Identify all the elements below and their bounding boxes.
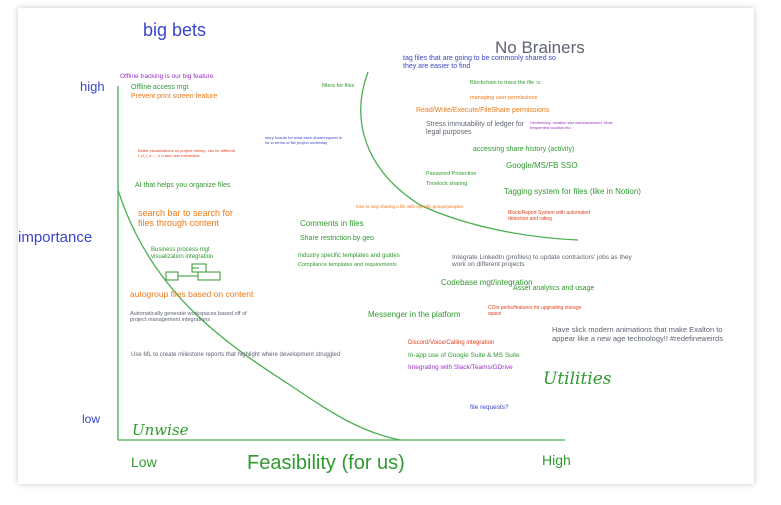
note-offline-access: Offline access mgt (131, 84, 189, 91)
quadrant-utilities: Utilities (543, 369, 612, 389)
process-sketch (165, 263, 221, 281)
note-discord: Discord/Voice/Calling integration (408, 340, 495, 346)
note-stress-ledger: Stress immutability of ledger for legal … (426, 121, 525, 137)
unwise-boundary-curve (117, 189, 401, 441)
note-story-boards: story boards for what each share/request… (265, 135, 342, 145)
note-blockchain: Blockchain to trace the file :o (470, 80, 541, 86)
note-better-viz: Better visualizations on project history… (138, 148, 236, 158)
y-high-label: high (80, 79, 105, 94)
note-inapp-google: In-app use of Google Suite & MS Suite (408, 352, 520, 359)
note-share-restriction: Share restriction by geo (300, 235, 374, 242)
note-messenger: Messenger in the platform (368, 310, 461, 319)
note-codebase: Codebase mgt/integration (441, 278, 533, 287)
note-filters: filters for files (322, 83, 355, 89)
y-axis-label: importance (18, 229, 93, 246)
quadrant-unwise: Unwise (132, 421, 189, 439)
note-file-requests: file requests? (470, 404, 509, 411)
note-google-sso: Google/MS/FB SSO (506, 161, 578, 170)
note-rwe-perms: Read/Write/Execute/FileShare permissions (416, 107, 550, 114)
note-linkedin: Integrate LinkedIn (profiles) to update … (452, 254, 632, 269)
note-autogroup: autogroup files based on content (130, 289, 254, 299)
note-password: Password Protection (426, 171, 477, 177)
whiteboard (18, 8, 754, 484)
note-animations: Have slick modern animations that make E… (552, 325, 723, 343)
note-industry-templates: Industry specific templates and guides (298, 253, 400, 259)
note-bp-viz: Business process mgt visualization integ… (151, 247, 214, 260)
note-offline-tracking: Offline tracking is our big feature (120, 73, 214, 80)
note-slack: Integrating with Slack/Teams/GDrive (408, 364, 513, 371)
note-search-bar: search bar to search for files through c… (138, 208, 234, 229)
y-low-label: low (82, 412, 101, 426)
x-axis-label: Feasibility (for us) (247, 452, 405, 474)
note-prevent-print: Prevent print screen feature (131, 93, 218, 100)
note-coin-perks: COin perks/features for upgrading storag… (488, 305, 582, 317)
note-block-report: Block/Report System with automated detec… (508, 210, 590, 222)
note-ml-milestone: Use ML to create milestone reports that … (131, 352, 341, 358)
note-stop-sharing: how to stop sharing a file with specific… (356, 204, 464, 209)
x-high-label: High (542, 452, 571, 468)
note-auto-workspaces: Automatically generate workspaces based … (130, 311, 247, 324)
note-ai-organize: AI that helps you organize files (135, 182, 231, 189)
quadrant-big-bets: big bets (143, 20, 207, 40)
note-tagging: Tagging system for files (like in Notion… (504, 187, 641, 196)
note-timelock: Timelock sharing (426, 181, 468, 187)
note-geofencing: Geofencing, location last used/accessed,… (530, 120, 613, 130)
note-compliance: Compliance templates and requirements (298, 262, 397, 268)
no-brainers-boundary-curve (360, 71, 579, 241)
x-low-label: Low (131, 454, 157, 470)
quadrant-no-brainers: No Brainers (495, 38, 585, 57)
note-asset-analytics: Asset analytics and usage (513, 285, 595, 292)
note-managing-perms: managing user permissions (470, 95, 538, 101)
note-comments: Comments in files (300, 219, 364, 228)
note-tag-files: tag files that are going to be commonly … (403, 55, 556, 71)
note-share-history: accessing share history (activity) (473, 146, 575, 153)
